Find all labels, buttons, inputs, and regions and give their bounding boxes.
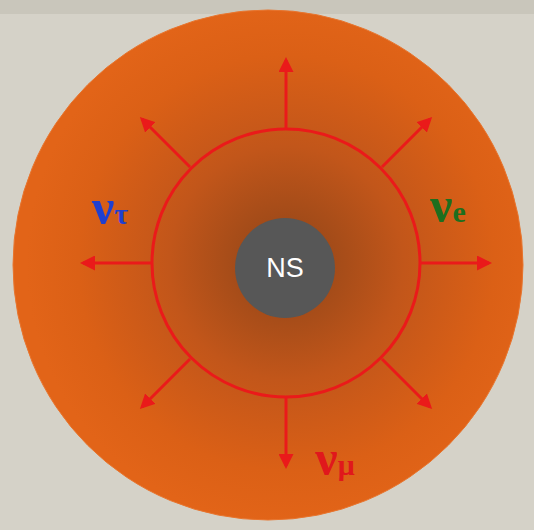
arrow: [83, 262, 151, 265]
arrow: [285, 398, 288, 466]
star-disk: [235, 218, 335, 318]
neutrino-label: ντ: [92, 182, 128, 232]
neutrinosphere-disk: [13, 10, 523, 520]
arrow: [142, 359, 190, 407]
node-label: NS: [266, 253, 304, 284]
neutron-star: NS: [235, 218, 335, 318]
emission-arrows: [83, 60, 489, 466]
arrow: [285, 60, 288, 128]
arrow: [382, 119, 430, 167]
arrow: [142, 119, 190, 167]
arrow: [421, 262, 489, 265]
neutrinosphere-ring: [152, 129, 420, 397]
neutrino-label: νe: [430, 180, 466, 230]
neutrino-label: νμ: [315, 433, 354, 483]
arrow: [382, 359, 430, 407]
